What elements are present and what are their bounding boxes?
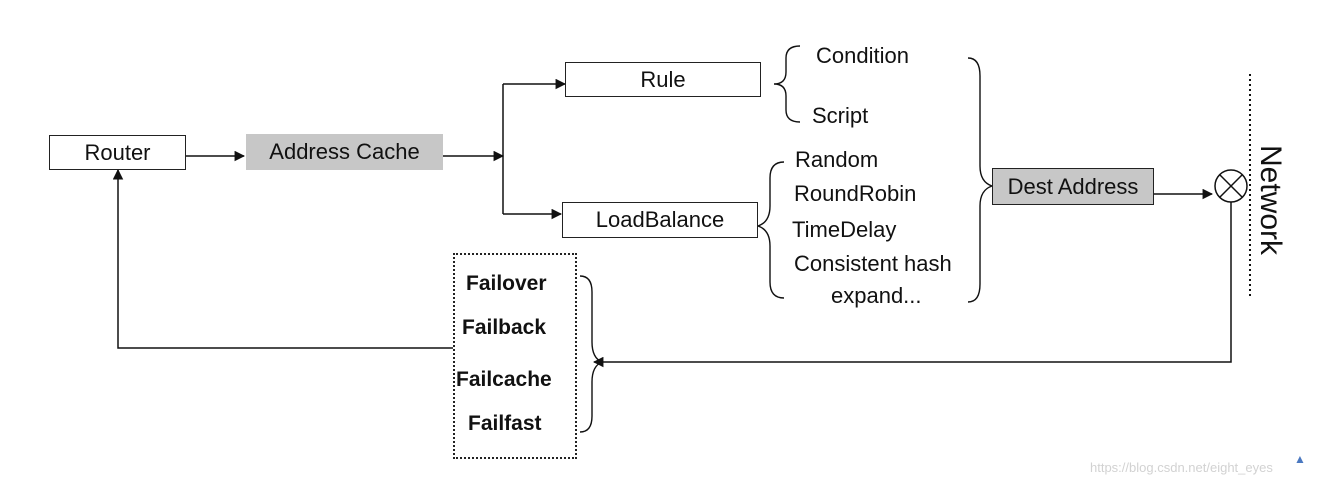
loadbalance-label: LoadBalance xyxy=(595,207,725,232)
fault-option-failfast: Failfast xyxy=(468,412,542,435)
rule-label: Rule xyxy=(640,66,686,92)
rule-box: Rule xyxy=(565,62,761,97)
failover-to-router-line xyxy=(112,168,453,349)
fault-option-failover: Failover xyxy=(466,272,547,295)
watermark-pin-icon: ▲ xyxy=(1294,452,1306,466)
network-return-line xyxy=(592,202,1232,368)
router-box: Router xyxy=(49,135,186,170)
rule-option-condition: Condition xyxy=(816,43,909,68)
fault-tolerance-brace xyxy=(579,275,604,433)
loadbalance-box: LoadBalance xyxy=(562,202,758,238)
watermark-text: https://blog.csdn.net/eight_eyes xyxy=(1090,460,1273,475)
fault-option-failback: Failback xyxy=(462,316,547,339)
address-cache-box: Address Cache xyxy=(246,134,443,170)
fault-option-failcache: Failcache xyxy=(456,368,552,391)
dest-address-brace xyxy=(967,57,995,303)
rule-option-script: Script xyxy=(812,103,869,128)
router-label: Router xyxy=(84,139,151,165)
lb-option-random: Random xyxy=(795,147,879,172)
rule-options-brace xyxy=(773,45,801,123)
network-label: Network xyxy=(1254,144,1287,256)
network-junction-icon xyxy=(1214,169,1248,203)
dest-address-box: Dest Address xyxy=(992,168,1154,205)
lb-option-consistent-hash: Consistent hash xyxy=(794,251,952,276)
fault-tolerance-box xyxy=(453,253,577,459)
address-cache-label: Address Cache xyxy=(269,139,420,164)
lb-option-expand: expand... xyxy=(831,283,922,308)
lb-option-timedelay: TimeDelay xyxy=(792,217,897,242)
dest-address-label: Dest Address xyxy=(1007,173,1139,199)
lb-option-roundrobin: RoundRobin xyxy=(794,181,917,206)
loadbalance-options-brace xyxy=(755,161,785,299)
